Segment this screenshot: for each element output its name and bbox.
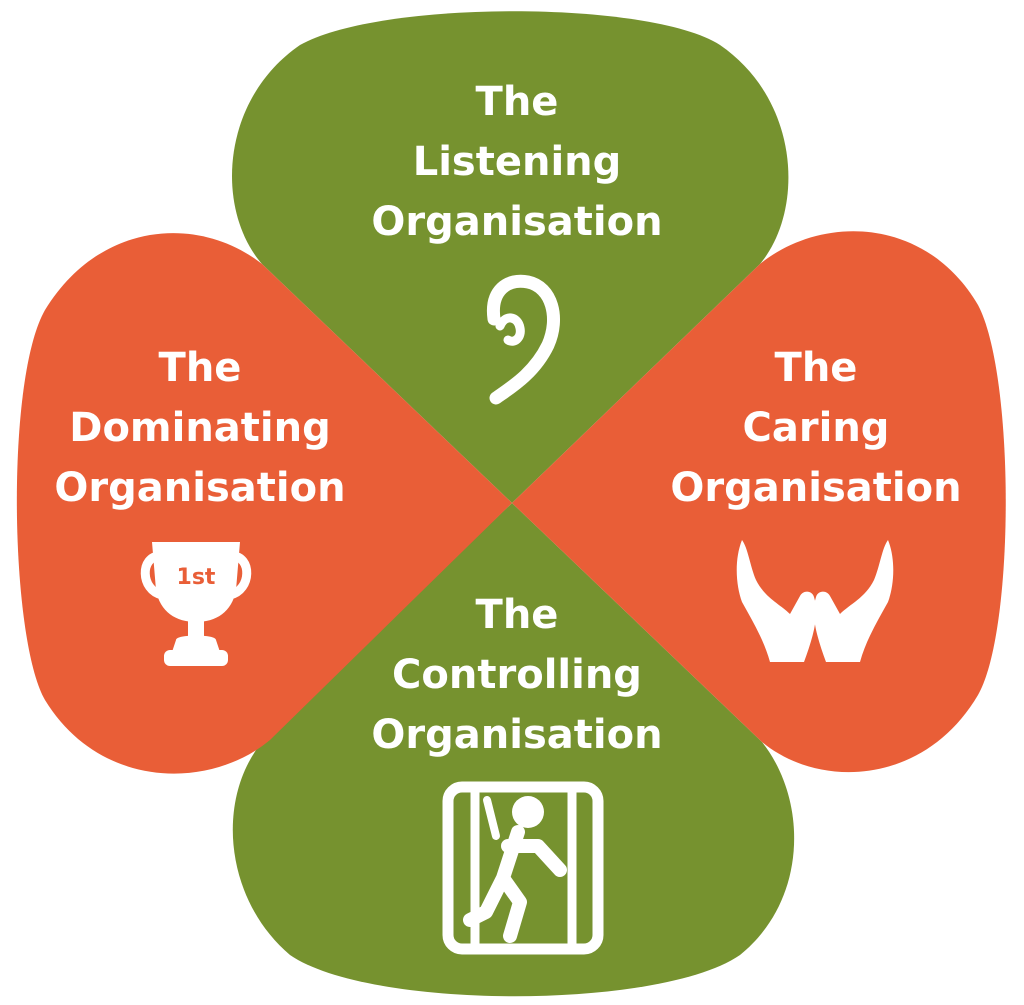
label-line: Listening	[412, 139, 622, 185]
label-line: Controlling	[392, 652, 642, 698]
label-caring: The Caring Organisation	[636, 338, 996, 518]
trapped-person-icon	[442, 781, 604, 955]
label-line: Organisation	[371, 712, 663, 758]
label-line: The	[158, 345, 242, 391]
label-controlling: The Controlling Organisation	[337, 585, 697, 765]
trophy-label: 1st	[177, 565, 216, 590]
petal-caring	[512, 231, 1006, 773]
label-line: Caring	[742, 405, 890, 451]
label-line: The	[475, 79, 559, 125]
ear-icon	[486, 274, 560, 405]
label-line: The	[475, 592, 559, 638]
label-line: Organisation	[670, 465, 962, 511]
label-line: Dominating	[69, 405, 331, 451]
label-line: The	[774, 345, 858, 391]
label-listening: The Listening Organisation	[337, 72, 697, 252]
petal-dominating	[16, 233, 513, 774]
petal-controlling	[232, 503, 795, 997]
label-line: Organisation	[371, 199, 663, 245]
label-dominating: The Dominating Organisation	[20, 338, 380, 518]
label-line: Organisation	[54, 465, 346, 511]
hands-icon	[736, 540, 894, 662]
petal-listening	[231, 11, 789, 503]
trophy-icon: 1st	[140, 542, 252, 666]
